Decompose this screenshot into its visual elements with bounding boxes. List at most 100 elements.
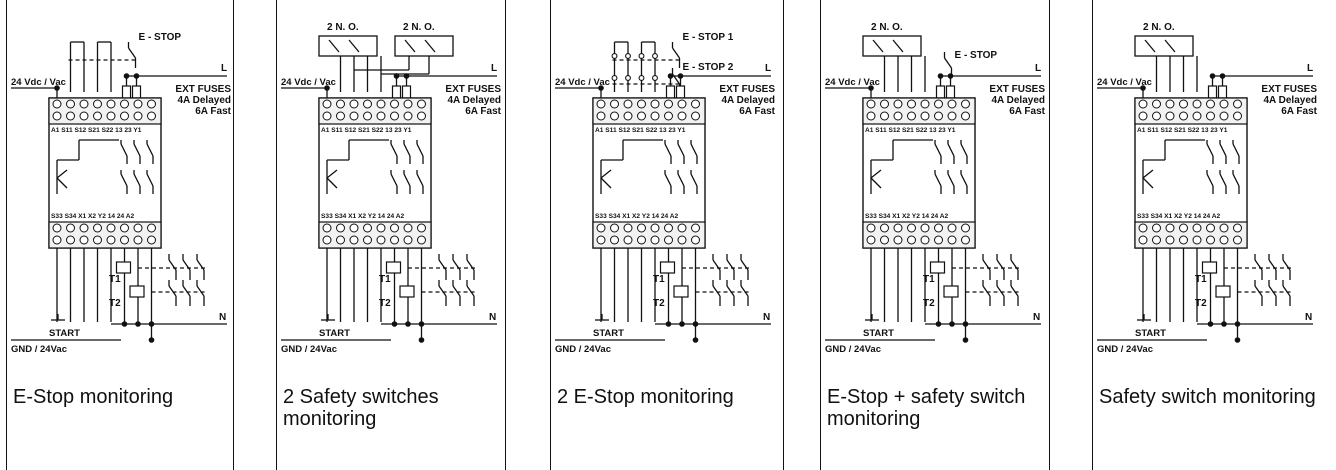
screw-terminal: [866, 99, 876, 109]
screw-terminal: [363, 235, 372, 245]
screw-terminal: [610, 99, 619, 109]
screw-terminal: [52, 223, 62, 233]
t2-label: T2: [1195, 298, 1207, 309]
screw-terminal: [1219, 223, 1229, 233]
screw-terminal: [363, 99, 372, 109]
junction-dot: [1207, 321, 1214, 327]
screw-terminal: [1206, 235, 1215, 245]
transistor-leg: [1142, 177, 1154, 189]
screw-terminal: [1219, 99, 1229, 109]
start-label: START: [319, 328, 350, 339]
terminal-labels-top: A1 S11 S12 S21 S22 13 23 Y1: [51, 127, 142, 134]
supply-label: 24 Vdc / Vac: [555, 77, 610, 88]
relay-contact: [664, 143, 672, 157]
screw-terminal: [133, 223, 143, 233]
screw-terminal: [596, 235, 606, 245]
screw-terminal: [1219, 235, 1229, 245]
line-label: L: [1035, 63, 1041, 74]
screw-terminal: [1138, 223, 1148, 233]
screw-terminal: [1233, 235, 1242, 245]
junction-dot: [135, 321, 141, 327]
screw-terminal: [907, 223, 916, 233]
safety-switch-box: [394, 35, 454, 57]
contactor-coil-t2: [943, 285, 959, 298]
screw-terminal: [610, 235, 619, 245]
screw-terminal: [133, 111, 143, 121]
screw-terminal: [79, 111, 89, 121]
screw-terminal: [947, 223, 957, 233]
screw-terminal: [866, 111, 876, 121]
screw-terminal: [650, 111, 660, 121]
screw-terminal: [322, 99, 332, 109]
switch-blade: [348, 39, 360, 53]
screw-terminal: [637, 223, 646, 233]
screw-terminal: [947, 99, 957, 109]
terminal-labels-top: A1 S11 S12 S21 S22 13 23 Y1: [1137, 127, 1228, 134]
fuses-label: 4A Delayed: [721, 95, 775, 106]
screw-terminal: [623, 235, 633, 245]
t1-label: T1: [653, 274, 665, 285]
screw-terminal: [691, 235, 700, 245]
relay-contact: [1206, 173, 1214, 187]
relay-contact: [947, 143, 955, 157]
screw-terminal: [322, 235, 332, 245]
screw-terminal: [1179, 99, 1188, 109]
screw-terminal: [920, 223, 930, 233]
contact-blade: [452, 285, 461, 297]
t2-label: T2: [109, 298, 121, 309]
screw-terminal: [349, 235, 359, 245]
screw-terminal: [1192, 223, 1202, 233]
screw-terminal: [677, 223, 687, 233]
transistor-leg: [56, 169, 68, 179]
fuses-label: 6A Fast: [1281, 106, 1317, 117]
fuses-label: EXT FUSES: [719, 84, 775, 95]
screw-terminal: [93, 235, 102, 245]
e-stop-label: E - STOP 1: [683, 32, 734, 43]
screw-terminal: [66, 99, 75, 109]
t1-label: T1: [923, 274, 935, 285]
screw-terminal: [133, 235, 143, 245]
contact-blade: [740, 259, 749, 271]
contactor-coil-t2: [1215, 285, 1231, 298]
screw-terminal: [376, 223, 386, 233]
t1-label: T1: [1195, 274, 1207, 285]
relay-contact: [664, 173, 672, 187]
screw-terminal: [1219, 111, 1229, 121]
terminal-ring: [611, 75, 618, 81]
screw-terminal: [417, 235, 426, 245]
screw-terminal: [1206, 99, 1215, 109]
contactor-coil-t2: [129, 285, 145, 298]
relay-contact: [403, 143, 411, 157]
terminal-block-top: [1134, 97, 1248, 125]
screw-terminal: [691, 111, 700, 121]
panel-caption: E-Stop monitoring: [13, 386, 174, 408]
screw-terminal: [52, 99, 62, 109]
junction-dot: [935, 321, 942, 327]
ground-label: GND / 24Vac: [1097, 344, 1153, 355]
neutral-label: N: [1305, 312, 1312, 323]
contact-blade: [1268, 259, 1277, 271]
screw-terminal: [1179, 235, 1188, 245]
screw-terminal: [1165, 223, 1175, 233]
relay-contact: [390, 143, 398, 157]
screw-terminal: [907, 235, 916, 245]
screw-terminal: [893, 235, 903, 245]
screw-terminal: [376, 235, 386, 245]
screw-terminal: [1165, 235, 1175, 245]
contact-blade: [1010, 259, 1019, 271]
fuses-label: 4A Delayed: [177, 95, 231, 106]
screw-terminal: [79, 223, 89, 233]
screw-terminal: [880, 111, 889, 121]
start-label: START: [593, 328, 624, 339]
panel-caption: 2 E-Stop monitoring: [557, 386, 734, 408]
contact-blade: [127, 47, 137, 59]
screw-terminal: [1179, 223, 1188, 233]
relay-contact: [1219, 173, 1227, 187]
contact-blade: [943, 57, 953, 69]
screw-terminal: [677, 99, 687, 109]
screw-terminal: [322, 223, 332, 233]
screw-terminal: [1233, 111, 1242, 121]
screw-terminal: [147, 223, 156, 233]
screw-terminal: [403, 99, 413, 109]
